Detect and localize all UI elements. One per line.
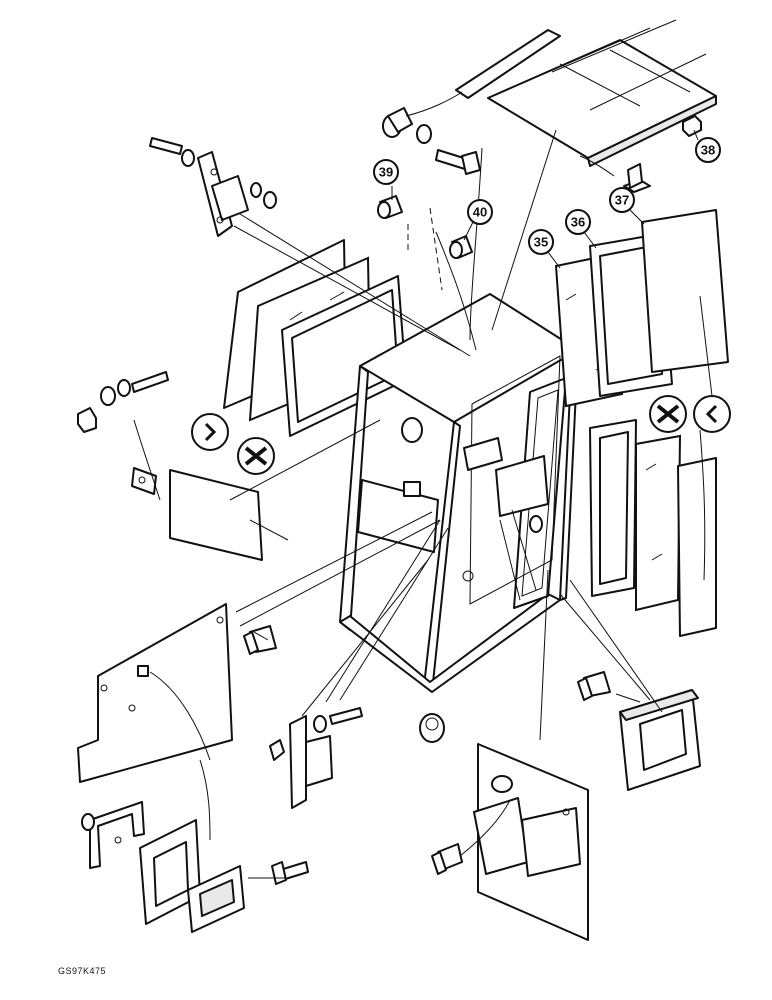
callout-39: 39	[373, 159, 399, 185]
step-cover	[619, 689, 701, 791]
top-bolt-stack	[382, 107, 481, 175]
panel-screw-lower	[431, 843, 463, 875]
panel-screw	[243, 625, 277, 655]
rear-window-panel-37	[641, 209, 729, 373]
side-bolt-set	[77, 371, 169, 433]
glazing-symbol-left	[237, 437, 275, 475]
door-handle	[187, 865, 245, 933]
callout-39-label: 39	[379, 165, 393, 180]
callout-37: 37	[609, 187, 635, 213]
roof-screw	[623, 163, 651, 193]
visor-panel	[131, 467, 289, 561]
seal-symbol-left	[191, 413, 229, 451]
callout-38-label: 38	[701, 143, 715, 158]
cab-frame	[339, 293, 579, 693]
glazing-symbol-right	[649, 395, 687, 433]
roof-panel	[455, 19, 717, 167]
step-screw	[577, 671, 611, 701]
drawing-code: GS97K475	[58, 966, 107, 976]
latch-bracket	[269, 707, 363, 809]
side-window-outer-panel	[677, 457, 717, 637]
handle-bracket	[81, 801, 145, 869]
bumper-pad	[419, 713, 445, 743]
side-window-glass	[635, 434, 682, 612]
callout-40-label: 40	[473, 205, 487, 220]
callout-38: 38	[695, 137, 721, 163]
lower-right-panel	[473, 743, 589, 941]
callout-leaders	[391, 129, 699, 269]
plug-39	[377, 195, 403, 219]
callout-36-label: 36	[571, 215, 585, 230]
roof-nut	[682, 115, 702, 137]
handle-frame	[139, 819, 201, 925]
callout-40: 40	[467, 199, 493, 225]
side-window-seal	[589, 419, 637, 597]
seal-symbol-right	[693, 395, 731, 433]
callout-35: 35	[528, 229, 554, 255]
handle-screw	[271, 861, 309, 885]
plug-40	[449, 235, 473, 259]
callout-37-label: 37	[615, 193, 629, 208]
leader-lines	[133, 91, 713, 879]
lower-left-panel	[77, 603, 233, 783]
callout-35-label: 35	[534, 235, 548, 250]
callout-36: 36	[565, 209, 591, 235]
hinge-bracket	[149, 137, 277, 237]
